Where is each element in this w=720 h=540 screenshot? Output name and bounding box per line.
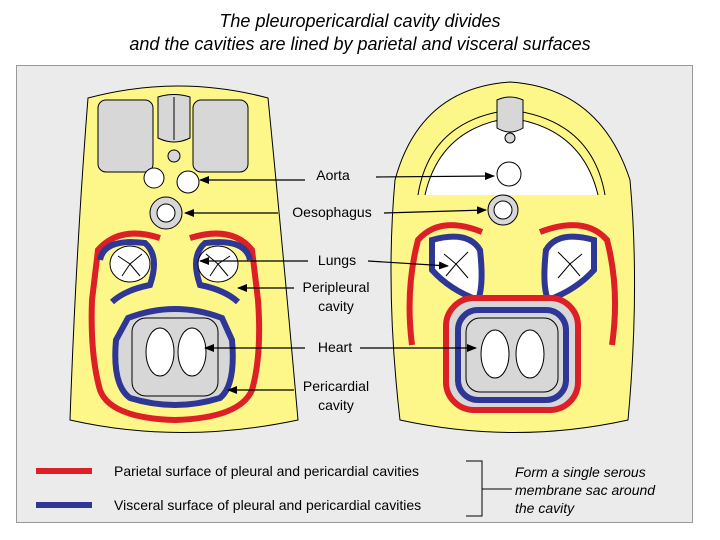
left-aorta xyxy=(176,170,200,194)
left-back-muscle-right xyxy=(192,99,249,173)
legend-visceral-swatch xyxy=(36,502,92,508)
right-oesophagus-lumen xyxy=(493,200,513,220)
label-heart: Heart xyxy=(317,339,353,355)
aorta-arrow-right xyxy=(375,172,495,181)
right-heart-chamber-right xyxy=(515,329,545,379)
note-line-1: Form a single serous xyxy=(515,464,646,480)
left-parietal-lining xyxy=(88,230,263,424)
legend-bracket xyxy=(466,460,512,517)
right-lung-left-airways xyxy=(443,251,469,279)
right-lung-right-visceral xyxy=(541,233,597,304)
label-pericardial-line-1: Pericardial xyxy=(302,378,370,394)
label-peripleural-line-2: cavity xyxy=(318,298,354,314)
left-spinal-cord xyxy=(167,149,181,163)
note-line-3: the cavity xyxy=(515,500,575,516)
left-lung-visceral-left xyxy=(97,239,157,305)
left-lung-right-airways xyxy=(205,253,231,277)
right-spinal-cord xyxy=(504,132,516,144)
label-pericardial-line-2: cavity xyxy=(318,397,354,413)
left-heart-chamber-left xyxy=(145,327,175,377)
right-parietal-pleura-right xyxy=(538,222,619,346)
label-arrows xyxy=(184,172,495,394)
right-parietal-pleura-left xyxy=(406,222,484,346)
left-oesophagus-lumen xyxy=(156,203,176,223)
oesophagus-arrow-right xyxy=(383,206,487,215)
right-body-section xyxy=(390,81,636,433)
label-peripleural-line-1: Peripleural xyxy=(302,279,370,295)
left-lung-left-airways xyxy=(117,253,143,277)
diagram-title: The pleuropericardial cavity divides and… xyxy=(0,10,720,56)
right-heart-chamber-left xyxy=(480,329,510,379)
label-aorta: Aorta xyxy=(316,167,350,183)
label-lungs: Lungs xyxy=(317,252,357,268)
left-lung-visceral-right xyxy=(193,239,253,305)
title-line-1: The pleuropericardial cavity divides xyxy=(219,11,501,31)
serous-membrane-note: Form a single serous membrane sac around… xyxy=(515,463,695,517)
label-pericardial-cavity: Pericardial cavity xyxy=(294,377,378,415)
left-heart-chamber-right xyxy=(177,327,207,377)
left-body-section xyxy=(69,85,299,433)
label-oesophagus: Oesophagus xyxy=(292,204,372,220)
note-line-2: membrane sac around xyxy=(515,482,656,498)
legend-visceral-text: Visceral surface of pleural and pericard… xyxy=(114,497,422,513)
right-vertebra xyxy=(496,96,524,133)
right-lung-right-airways xyxy=(557,251,583,279)
lungs-arrow-right xyxy=(367,260,449,270)
left-small-vessel xyxy=(143,167,165,189)
label-peripleural-cavity: Peripleural cavity xyxy=(294,278,378,316)
title-line-2: and the cavities are lined by parietal a… xyxy=(129,34,591,54)
left-back-muscle-left xyxy=(97,99,154,173)
legend-parietal-swatch xyxy=(36,468,92,474)
right-lung-left-visceral xyxy=(429,233,485,304)
legend-parietal-text: Parietal surface of pleural and pericard… xyxy=(114,463,420,479)
right-aorta xyxy=(496,161,522,187)
